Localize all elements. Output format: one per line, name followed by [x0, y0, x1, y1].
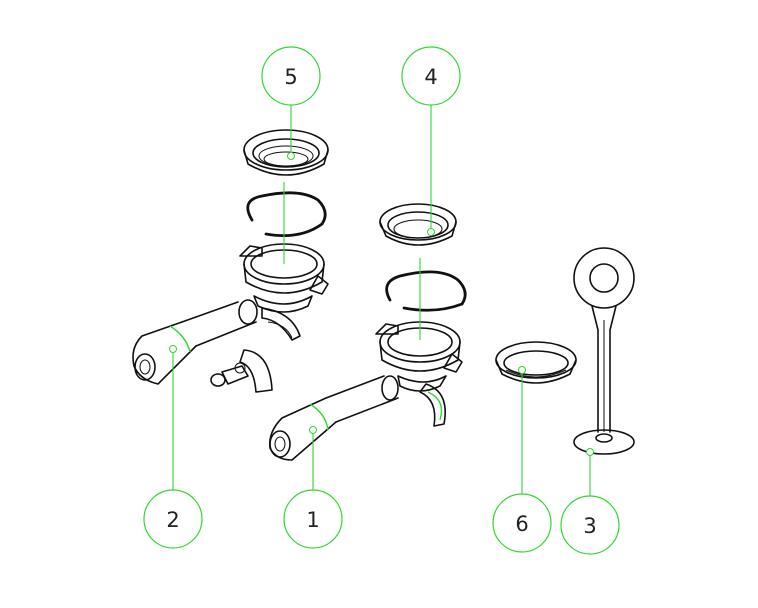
- callout-5: 5: [261, 46, 321, 106]
- middle-spring-clip: [385, 270, 467, 312]
- callout-label-6: 6: [515, 512, 528, 536]
- callout-4: 4: [401, 46, 461, 106]
- callout-3: 3: [560, 495, 620, 555]
- leader-lines: [172, 105, 591, 496]
- callout-label-5: 5: [284, 65, 297, 89]
- callout-label-3: 3: [583, 514, 596, 538]
- callout-label-1: 1: [306, 508, 319, 532]
- left-spout-pieces: [210, 349, 273, 393]
- tamper-part-3: [573, 247, 635, 455]
- left-handle-part-2: [132, 299, 258, 385]
- callout-2: 2: [143, 489, 203, 549]
- leader-anchor-dots: [169, 152, 594, 456]
- callout-6: 6: [492, 493, 552, 553]
- middle-basket-part-4: [379, 203, 457, 246]
- callout-1: 1: [283, 489, 343, 549]
- callout-label-2: 2: [166, 508, 179, 532]
- right-basket-part-6: [495, 341, 577, 384]
- middle-handle-part-1: [268, 375, 399, 461]
- callout-label-4: 4: [424, 65, 437, 89]
- middle-portafilter-head: [375, 321, 463, 427]
- left-basket-part-5: [243, 129, 329, 176]
- left-spring-clip: [246, 191, 327, 238]
